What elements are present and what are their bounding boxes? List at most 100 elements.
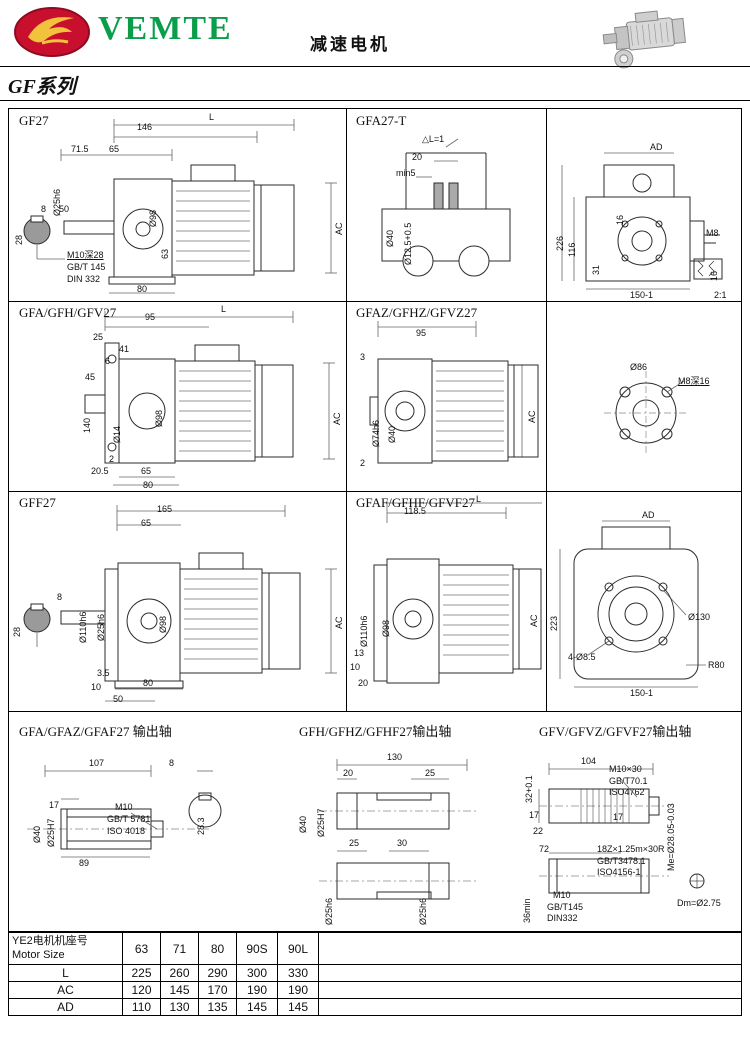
dimension-label: 80 xyxy=(143,678,154,688)
dimension-label: L xyxy=(221,304,227,314)
dimension-label: 18Z×1.25m×30R xyxy=(597,844,665,854)
dimension-label: 28.3 xyxy=(196,817,206,835)
dimension-label: M8深16 xyxy=(678,376,710,386)
panel-title: GFA27-T xyxy=(356,113,407,128)
dimension-label: 17 xyxy=(613,812,624,822)
output-shaft-gfa-drawing xyxy=(27,765,222,858)
dimension-label: ISO 4018 xyxy=(107,826,146,836)
dimension-label: 65 xyxy=(109,144,120,154)
dimension-label: R80 xyxy=(708,660,725,670)
vemte-logo xyxy=(12,5,92,64)
dimension-label: 31 xyxy=(591,264,601,275)
side-view-2-drawing xyxy=(559,520,706,688)
frame-size-column: 90L xyxy=(278,933,319,965)
frame-size-column: 63 xyxy=(123,933,161,965)
dimension-label: 104 xyxy=(581,756,597,766)
value-cell: 145 xyxy=(237,999,278,1016)
gfa27t-drawing xyxy=(381,138,511,277)
dimension-label: Ø14 xyxy=(112,425,122,443)
output-shaft-gfh-drawing xyxy=(319,759,479,900)
dimension-label: AD xyxy=(642,510,655,520)
value-cell: 145 xyxy=(161,982,199,999)
dimension-label: Ø98 xyxy=(158,615,168,633)
value-cell: 190 xyxy=(278,982,319,999)
dimension-label: 10 xyxy=(350,662,361,672)
dimension-label: AC xyxy=(334,222,344,235)
dimension-label: 22 xyxy=(533,826,544,836)
dimension-label: 150-1 xyxy=(630,290,654,300)
grid-line xyxy=(9,711,741,712)
dimension-label: GB/T 145 xyxy=(67,262,106,272)
dimension-label: Ø110h6 xyxy=(78,611,88,643)
dimension-label: GB/T3478.1 xyxy=(597,856,646,866)
dimension-label: 107 xyxy=(89,758,105,768)
dimension-label: 2 xyxy=(109,454,115,464)
dimension-label: 3 xyxy=(360,352,366,362)
dimension-label: Ø25h6 xyxy=(418,897,428,925)
dimension-label: L xyxy=(476,494,482,504)
gfaz-drawing xyxy=(369,321,539,464)
gff27-drawing xyxy=(23,505,337,702)
dimension-label: 95 xyxy=(416,328,427,338)
value-cell: 290 xyxy=(199,965,237,982)
dimension-label: GB/T70.1 xyxy=(609,776,648,786)
dimension-label: GB/T 5781 xyxy=(107,814,151,824)
dimension-label: 80 xyxy=(143,480,154,490)
output-shaft-gfv-drawing xyxy=(538,763,705,894)
value-cell: 145 xyxy=(278,999,319,1016)
value-cell: 110 xyxy=(123,999,161,1016)
dimension-label: 32+0.1 xyxy=(524,775,534,803)
panel-gff27: GFF27 xyxy=(9,491,346,711)
dimension-label: 8 xyxy=(41,204,47,214)
dimension-label: 50 xyxy=(59,204,70,214)
dimension-label: AC xyxy=(334,616,344,629)
dimension-label: 2 xyxy=(360,458,366,468)
panel-title: GFAZ/GFHZ/GFVZ27 xyxy=(356,305,478,320)
dimension-label: AD xyxy=(650,142,663,152)
dimension-label: Dm=Ø2.75 xyxy=(677,898,721,908)
dimension-label: 150-1 xyxy=(630,688,654,698)
grid-line xyxy=(9,301,741,302)
value-cell: 170 xyxy=(199,982,237,999)
dimension-label: AC xyxy=(332,412,342,425)
dimension-label: 17 xyxy=(529,810,540,820)
dimension-label: DIN332 xyxy=(547,913,578,923)
dimension-label: 6 xyxy=(105,356,111,366)
dimension-label: 25 xyxy=(349,838,360,848)
dimension-label: 20 xyxy=(343,768,354,778)
dimension-label: Ø25H7 xyxy=(316,808,326,837)
dimension-label: GB/T145 xyxy=(547,902,584,912)
dimension-label: M10 xyxy=(115,802,133,812)
dimension-label: M10深28 xyxy=(67,250,104,260)
empty-cell xyxy=(319,965,742,982)
dimension-label: 2:1 xyxy=(714,290,727,300)
dimension-label: 130 xyxy=(387,752,403,762)
dimension-label: ISO4156-1 xyxy=(597,867,641,877)
dimension-label: 28 xyxy=(12,626,22,637)
panel-gf27: GF27 xyxy=(9,109,346,301)
dimension-label: 140 xyxy=(82,417,92,433)
dimension-label: Ø25h6 xyxy=(96,613,106,641)
dimension-label: Ø40 xyxy=(387,425,397,443)
dimension-label: 41 xyxy=(119,344,130,354)
frame-size-column: 71 xyxy=(161,933,199,965)
dimension-label: Ø98 xyxy=(154,409,164,427)
dimension-label: 28 xyxy=(14,234,24,245)
dimension-label: Ø12.5+0.5 xyxy=(403,222,413,265)
divider-top xyxy=(0,66,750,67)
dimension-label: 20 xyxy=(358,678,369,688)
dimension-label: 65 xyxy=(141,518,152,528)
gfa-gfh-gfv27-drawing xyxy=(84,311,335,486)
row-label: AD xyxy=(9,999,123,1016)
frame-size-column: 90S xyxy=(237,933,278,965)
divider-bottom xyxy=(0,100,750,101)
dimension-label: 72 xyxy=(539,844,550,854)
value-cell: 330 xyxy=(278,965,319,982)
dimension-label: Ø40 xyxy=(298,815,308,833)
